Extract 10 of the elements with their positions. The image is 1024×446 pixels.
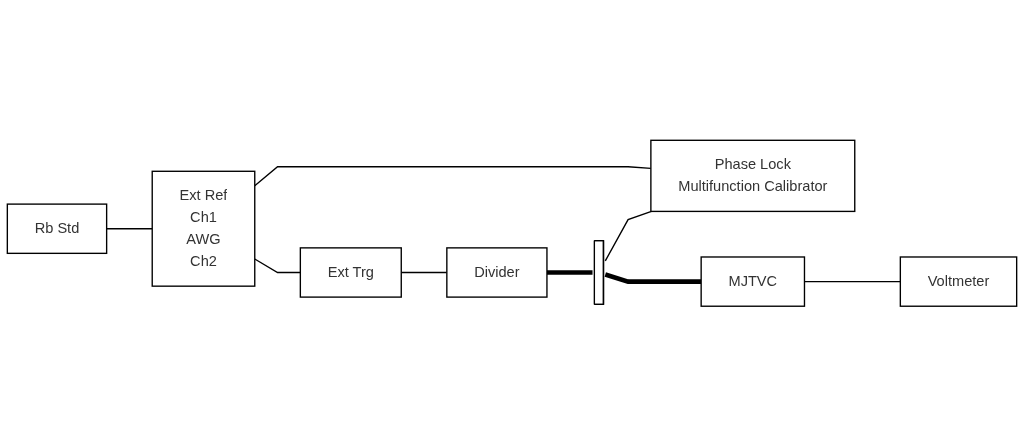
node-box: Ext Trg [299, 246, 402, 298]
node-box: Voltmeter [899, 256, 1018, 307]
node-box: MJTVC [700, 256, 806, 307]
node-box: Rb Std [6, 203, 108, 254]
node-box: Divider [446, 246, 548, 298]
connector [546, 269, 593, 275]
node-box: Phase Lock Multifunction Calibrator [650, 139, 856, 212]
node-box: Ext Ref Ch1 AWG Ch2 [151, 170, 256, 287]
connector [604, 272, 702, 284]
connector [604, 210, 653, 262]
